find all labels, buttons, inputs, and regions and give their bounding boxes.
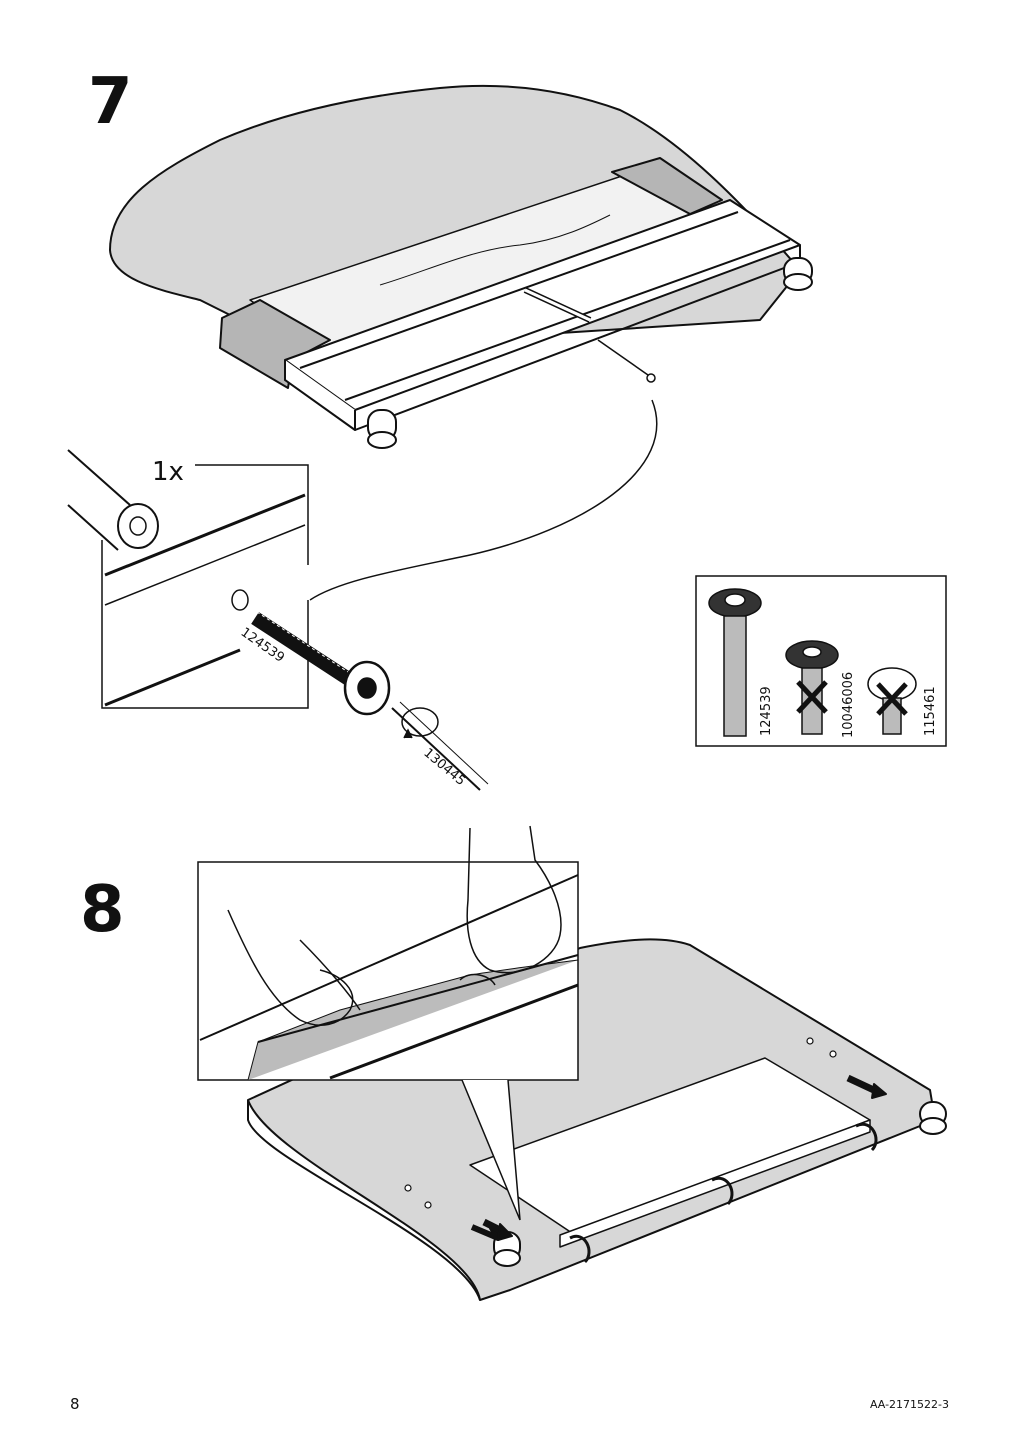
panel-part-2: 10046006 [841, 672, 856, 738]
panel-part-3: 115461 [923, 686, 938, 736]
document-code: AA-2171522-3 [869, 1398, 949, 1411]
panel-part-1: 124539 [759, 686, 774, 736]
step7-cushion-illustration [109, 84, 813, 601]
parts-comparison-panel [695, 575, 947, 747]
tool-part-number: 130445 [420, 746, 468, 789]
step-7-number: 7 [88, 65, 133, 139]
step8-zoom-callout [197, 825, 579, 1221]
page-number: 8 [70, 1395, 80, 1413]
quantity-label: 1x [152, 457, 184, 487]
step-8-number: 8 [80, 873, 125, 947]
step7-zoom-callout [67, 449, 489, 791]
